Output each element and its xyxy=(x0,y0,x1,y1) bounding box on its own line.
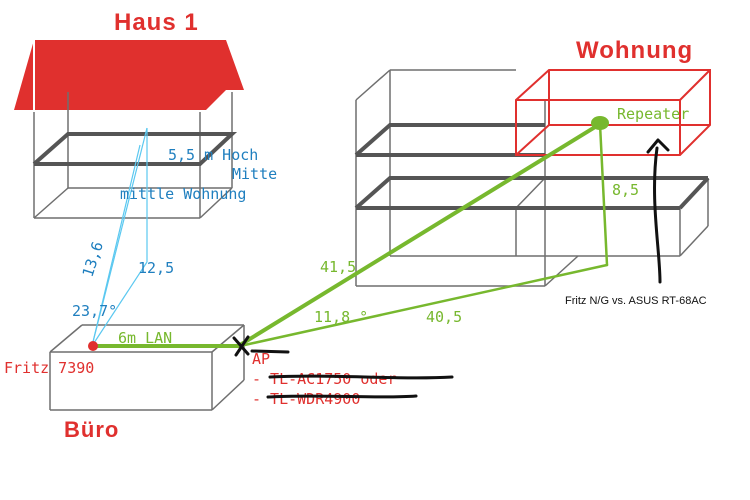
label-dist-8-5: 8,5 xyxy=(612,181,639,199)
label-dist-12-5: 12,5 xyxy=(138,259,174,277)
label-tl-wdr4900: - TL-WDR4900 xyxy=(252,390,360,408)
label-lan: 6m LAN xyxy=(118,329,172,347)
fritz-router-icon xyxy=(88,341,98,351)
wohnung-title: Wohnung xyxy=(576,37,693,64)
label-dist-13-6: 13,6 xyxy=(79,239,107,279)
haus-building: Haus 1 xyxy=(14,9,244,219)
label-mitte: Mitte xyxy=(232,165,277,183)
label-fritz: Fritz 7390 xyxy=(4,359,94,377)
label-repeater: Repeater xyxy=(617,105,689,123)
label-ap: AP xyxy=(252,350,270,368)
haus-floors xyxy=(32,132,238,166)
buero-title: Büro xyxy=(64,417,119,442)
strikethrough-marks xyxy=(250,349,454,399)
wohnung-apartment-box xyxy=(515,69,711,156)
label-dist-41-5: 41,5 xyxy=(320,258,356,276)
label-fritz-vs-asus: Fritz N/G vs. ASUS RT-68AC xyxy=(565,295,707,307)
vertical-8-5 xyxy=(598,122,609,267)
link-40-5 xyxy=(238,263,609,348)
buero-frame xyxy=(49,324,245,411)
wohnung-frame xyxy=(355,69,709,287)
ap-x-mark-icon xyxy=(232,335,250,357)
wohnung-building: Wohnung xyxy=(354,37,711,287)
arrow-up-icon xyxy=(646,138,670,284)
haus-sightlines xyxy=(91,127,148,347)
wifi-links xyxy=(94,122,609,348)
buero-building: Büro xyxy=(49,324,245,442)
haus-roof xyxy=(14,40,244,110)
repeater-icon xyxy=(591,116,609,130)
label-tl-ac1750: - TL-AC1750 oder xyxy=(252,370,397,388)
label-angle-23-7: 23,7° xyxy=(72,302,117,320)
label-dist-40-5: 40,5 xyxy=(426,308,462,326)
label-mittle-wohnung: mittle Wohnung xyxy=(120,185,246,203)
label-angle-11-8: 11,8 ° xyxy=(314,308,368,326)
label-hoch: 5,5 m Hoch xyxy=(168,146,258,164)
haus-title: Haus 1 xyxy=(114,9,199,36)
link-41-5 xyxy=(238,122,602,347)
